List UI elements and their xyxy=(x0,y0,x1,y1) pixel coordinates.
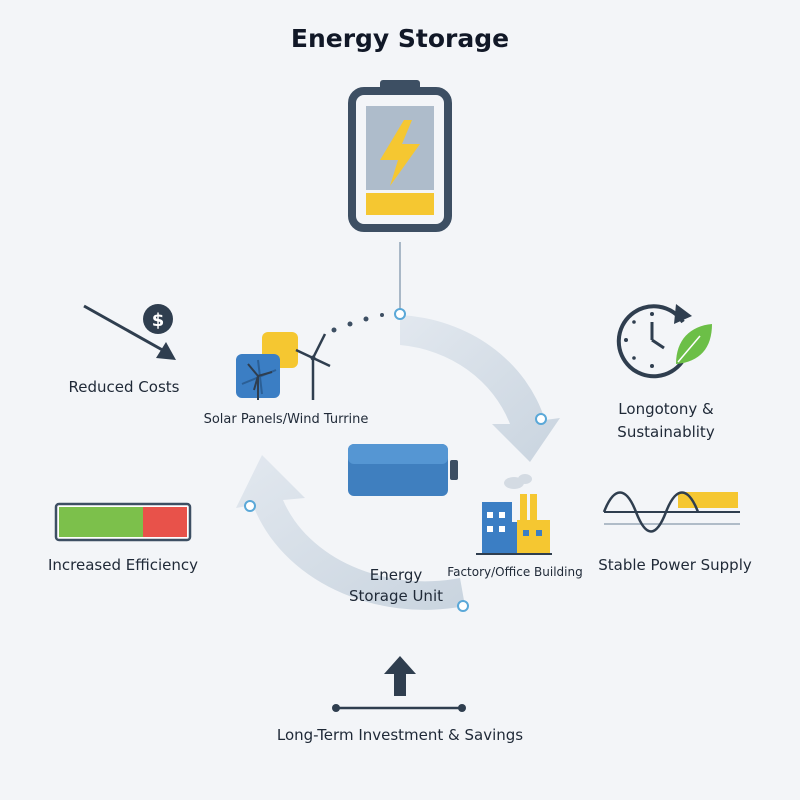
longevity-label-line1: Longotony & xyxy=(618,400,714,418)
storage-unit-label-line2: Storage Unit xyxy=(349,587,443,605)
page-title: Energy Storage xyxy=(290,24,510,53)
longevity-label-line2: Sustainablity xyxy=(617,423,715,441)
solar-wind-label: Solar Panels/Wind Turrine xyxy=(203,412,369,427)
increased-efficiency-label: Increased Efficiency xyxy=(47,556,199,574)
dollar-symbol: $ xyxy=(152,310,165,331)
node-dots xyxy=(244,308,547,612)
cycle-arrow-right xyxy=(400,315,560,462)
factory-label: Factory/Office Building xyxy=(447,565,583,579)
cycle-arrow-left xyxy=(236,455,465,610)
battery-unit-icon xyxy=(348,444,458,496)
reduced-costs-label: Reduced Costs xyxy=(68,378,180,396)
upward-arrow-timeline-icon xyxy=(332,656,466,712)
efficiency-bar-icon xyxy=(54,502,192,542)
downward-arrow-dollar-icon: $ xyxy=(83,304,176,360)
long-term-label: Long-Term Investment & Savings xyxy=(276,726,524,744)
stable-power-label: Stable Power Supply xyxy=(598,556,752,574)
factory-icon xyxy=(476,474,552,555)
clock-leaf-icon xyxy=(616,304,712,379)
solar-panel-wind-turbine-icon xyxy=(236,332,331,400)
waveform-icon xyxy=(602,491,740,533)
dotted-trail xyxy=(331,313,384,333)
battery-bolt-icon xyxy=(348,80,452,232)
storage-unit-label-line1: Energy xyxy=(369,566,423,584)
